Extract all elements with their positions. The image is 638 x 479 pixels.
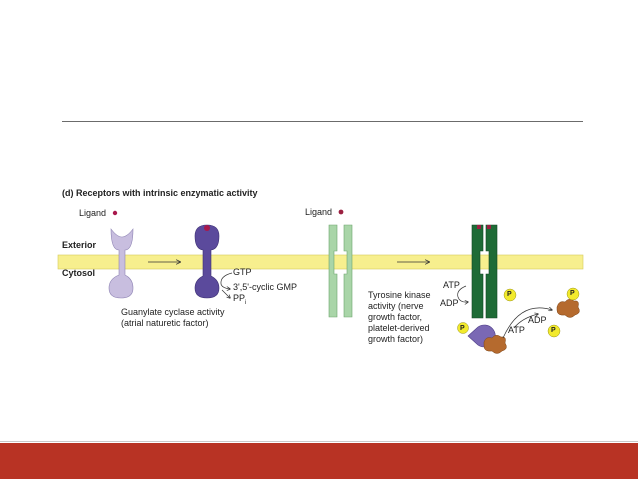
tyrosine-caption-4: platelet-derived xyxy=(368,323,430,333)
guanylate-caption-1: Guanylate cyclase activity xyxy=(121,307,225,317)
phosphate-purple xyxy=(457,322,469,334)
guanylate-receptor-active xyxy=(194,224,220,299)
phosphorylation-arrow xyxy=(502,308,552,339)
ppi-label: PPi xyxy=(233,293,247,306)
tyrosine-receptor-inactive xyxy=(328,224,353,318)
phosphate-label-purple: P xyxy=(460,325,465,332)
atp-top-label: ATP xyxy=(443,280,460,290)
bound-ligand-right-2 xyxy=(487,225,491,229)
ligand-left-icon xyxy=(112,210,118,216)
gtp-label: GTP xyxy=(233,267,252,277)
panel-title: (d) Receptors with intrinsic enzymatic a… xyxy=(62,188,258,198)
tyrosine-caption-2: activity (nerve xyxy=(368,301,424,311)
adp-right-label: ADP xyxy=(528,315,547,325)
tyrosine-receptor-active xyxy=(471,224,498,319)
substrate-brown-bottom xyxy=(483,335,507,354)
phosphate-brown-right xyxy=(566,287,580,301)
bound-ligand-left xyxy=(204,225,210,231)
tyrosine-caption-3: growth factor, xyxy=(368,312,423,322)
gtp-arrow xyxy=(220,272,233,289)
title-divider xyxy=(62,121,583,122)
footer-divider xyxy=(0,441,638,442)
ligand-right-icon xyxy=(338,209,344,215)
exterior-label: Exterior xyxy=(62,240,97,250)
phosphate-label-free: P xyxy=(551,327,556,334)
atp-bottom-label: ATP xyxy=(508,325,525,335)
cgmp-label: 3',5'-cyclic GMP xyxy=(233,282,297,292)
tyrosine-caption-5: growth factor) xyxy=(368,334,424,344)
substrate-brown-right xyxy=(556,299,580,318)
ligand-left-label: Ligand xyxy=(79,208,107,218)
footer-bar xyxy=(0,443,638,479)
ligand-right-label: Ligand xyxy=(305,207,333,217)
phosphate-receptor xyxy=(503,288,517,302)
atp-adp-arrow-top xyxy=(457,285,468,302)
membrane-band xyxy=(57,254,584,270)
tyrosine-caption-1: Tyrosine kinase xyxy=(368,290,431,300)
bound-ligand-right-1 xyxy=(477,225,481,229)
phosphate-free xyxy=(547,324,561,338)
ppi-arrow xyxy=(221,289,230,298)
atp-adp-arrow-right xyxy=(513,314,538,329)
guanylate-receptor-inactive xyxy=(108,228,134,299)
phosphate-label-receptor: P xyxy=(507,291,512,298)
phosphate-label-brown: P xyxy=(570,290,575,297)
guanylate-caption-2: (atrial naturetic factor) xyxy=(121,318,209,328)
adp-top-label: ADP xyxy=(440,298,459,308)
cytosol-label: Cytosol xyxy=(62,268,96,278)
